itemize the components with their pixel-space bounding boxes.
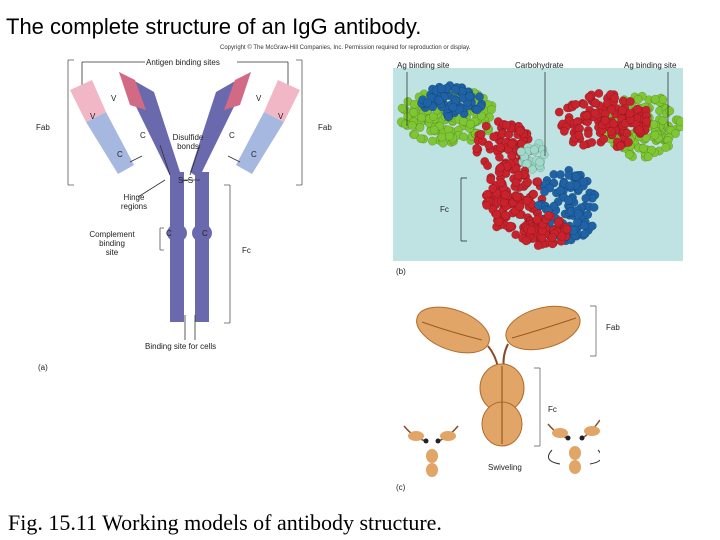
hinge-line1: Hinge [123,193,145,202]
c-label-stem-left: C [166,229,172,238]
antigen-binding-sites-label: Antigen binding sites [146,58,220,67]
right-light-constant [236,112,284,174]
small-antibody-right [547,419,600,474]
swivel-arrows [547,449,600,465]
fc-label-a: Fc [242,246,251,255]
disulfide-bonds-label: Disulfide bonds [166,133,210,151]
complement-line3: site [105,248,119,257]
variable-left-atoms [417,81,487,122]
fc-stem-right [195,172,209,322]
complement-line1: Complement [89,230,135,239]
fc-label-c: Fc [548,405,557,414]
main-antibody [416,305,581,447]
binding-site-cells-label: Binding site for cells [145,342,217,351]
fab-label-c: Fab [606,323,620,332]
left-heavy-variable [119,72,146,110]
right-heavy-variable [224,72,251,110]
complement-bulge-left [167,224,187,242]
igg-schematic [67,59,303,340]
complement-bulge-right [192,224,212,242]
space-filling-model [393,68,683,261]
model-pointer-lines [406,72,669,242]
fc-bottom-atoms [518,211,572,251]
c-label-stem-right: C [202,229,208,238]
panel-c-label: (c) [396,483,406,492]
v-label-light-right: V [278,112,284,121]
c-label-heavy-right: C [229,131,235,140]
v-label-heavy-left: V [111,94,117,103]
carbohydrate-label: Carbohydrate [515,61,564,70]
right-light-variable [264,80,300,122]
c-label-heavy-left: C [140,131,146,140]
fc-label-b: Fc [440,205,449,214]
copyright-notice: Copyright © The McGraw-Hill Companies, I… [220,45,471,51]
v-label-heavy-right: V [256,94,262,103]
fab-right-label: Fab [318,123,332,132]
ag-binding-site-right-label: Ag binding site [624,61,677,70]
hinge-regions-label: Hinge regions [114,193,154,211]
schematic-brackets [67,59,303,324]
c-label-light-left: C [117,150,123,159]
fab-left-label: Fab [36,123,50,132]
fc-red-atoms [481,159,547,240]
disulfide-lines [129,144,241,340]
slide-title: The complete structure of an IgG antibod… [6,14,422,39]
cartoon-brackets [534,305,597,447]
disulfide-line1: Disulfide [172,133,204,142]
complement-line2: binding [99,239,125,248]
swiveling-label: Swiveling [488,463,522,472]
small-antibody-left [403,425,459,477]
figure-caption: Fig. 15.11 Working models of antibody st… [8,510,442,535]
fc-stem-left [170,172,184,322]
left-light-constant [86,112,134,174]
heavy-right-atoms [554,88,652,152]
c-label-light-right: C [251,150,257,159]
disulfide-line2: bonds [177,142,199,151]
complement-binding-site-label: Complement binding site [84,230,140,257]
ss-bond-label: S–S [178,176,194,185]
ag-binding-site-left-label: Ag binding site [397,61,450,70]
panel-b-label: (b) [396,267,406,276]
left-light-variable [70,80,106,122]
model-atoms [396,81,683,251]
hinge-line2: regions [120,202,148,211]
antibody-3d-cartoon [403,305,600,477]
v-label-light-left: V [90,112,96,121]
panel-a-label: (a) [38,363,48,372]
